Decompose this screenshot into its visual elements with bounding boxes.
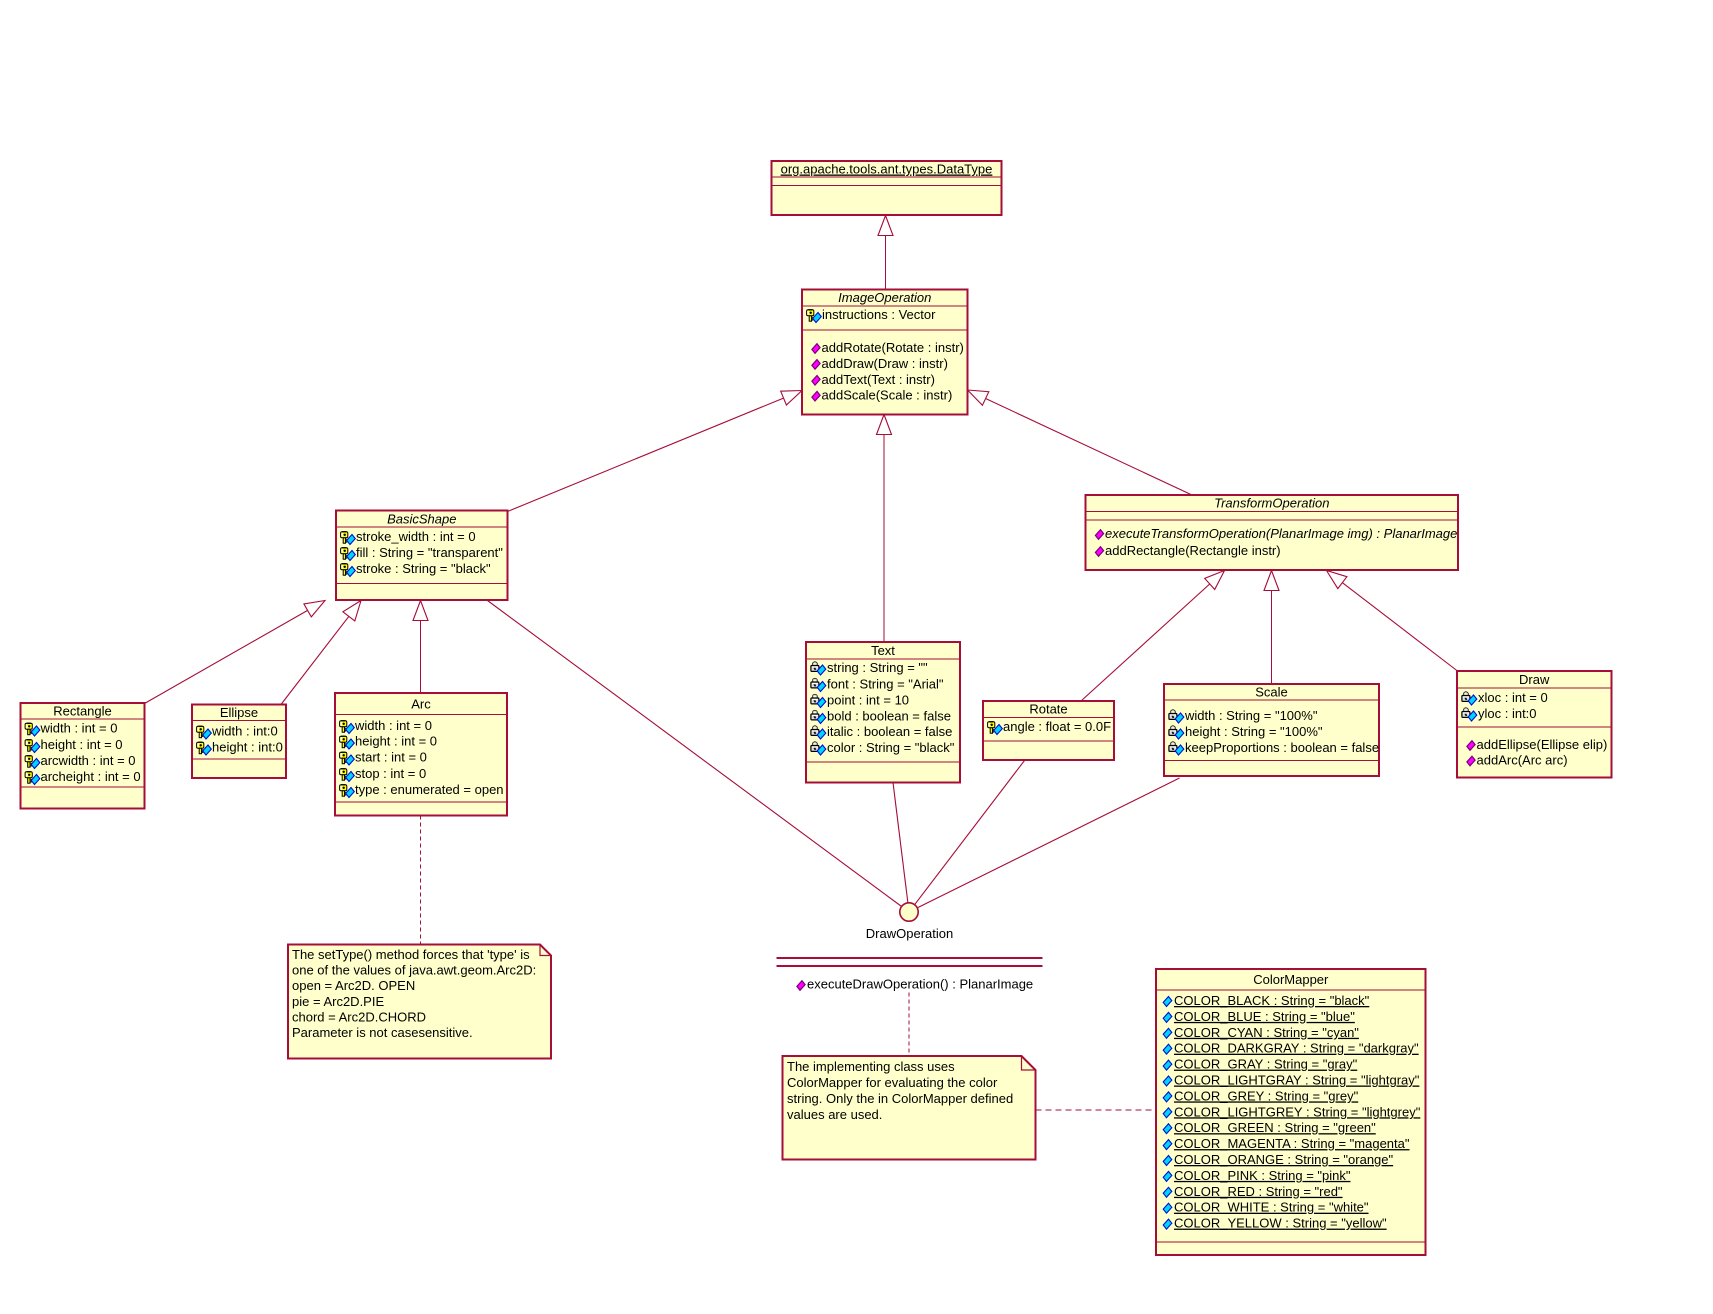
svg-text:stroke : String = "black": stroke : String = "black"	[356, 561, 491, 576]
svg-text:COLOR_ORANGE : String = "orang: COLOR_ORANGE : String = "orange"	[1174, 1152, 1394, 1167]
svg-text:addDraw(Draw : instr): addDraw(Draw : instr)	[822, 356, 948, 371]
svg-text:COLOR_CYAN : String = "cyan": COLOR_CYAN : String = "cyan"	[1174, 1025, 1359, 1040]
svg-text:COLOR_PINK : String = "pink": COLOR_PINK : String = "pink"	[1174, 1168, 1351, 1183]
svg-text:pie = Arc2D.PIE: pie = Arc2D.PIE	[292, 994, 384, 1009]
svg-text:Text: Text	[871, 643, 895, 658]
svg-text:Ellipse: Ellipse	[220, 705, 258, 720]
svg-text:point : int = 10: point : int = 10	[827, 693, 909, 708]
svg-text:addEllipse(Ellipse elip): addEllipse(Ellipse elip)	[1477, 737, 1608, 752]
svg-text:COLOR_RED : String = "red": COLOR_RED : String = "red"	[1174, 1184, 1343, 1199]
svg-text:ColorMapper: ColorMapper	[1253, 972, 1329, 987]
svg-text:org.apache.tools.ant.types.Dat: org.apache.tools.ant.types.DataType	[781, 162, 993, 177]
svg-text:angle : float = 0.0F: angle : float = 0.0F	[1003, 719, 1111, 734]
svg-text:COLOR_BLACK : String = "black": COLOR_BLACK : String = "black"	[1174, 993, 1370, 1008]
svg-text:Draw: Draw	[1519, 672, 1550, 687]
svg-text:Parameter is not casesensitive: Parameter is not casesensitive.	[292, 1025, 473, 1040]
svg-text:COLOR_WHITE : String = "white": COLOR_WHITE : String = "white"	[1174, 1200, 1369, 1215]
svg-text:string. Only the in ColorMappe: string. Only the in ColorMapper defined	[787, 1091, 1013, 1106]
svg-text:executeDrawOperation() : Plana: executeDrawOperation() : PlanarImage	[807, 977, 1033, 992]
svg-text:addRotate(Rotate : instr): addRotate(Rotate : instr)	[822, 340, 964, 355]
svg-text:COLOR_BLUE : String = "blue": COLOR_BLUE : String = "blue"	[1174, 1009, 1355, 1024]
svg-text:Arc: Arc	[411, 696, 431, 711]
svg-text:Rectangle: Rectangle	[53, 704, 112, 719]
svg-text:chord = Arc2D.CHORD: chord = Arc2D.CHORD	[292, 1009, 426, 1024]
svg-text:DrawOperation: DrawOperation	[866, 926, 953, 941]
svg-text:height : String = "100%": height : String = "100%"	[1185, 724, 1323, 739]
svg-text:COLOR_LIGHTGRAY : String = "li: COLOR_LIGHTGRAY : String = "lightgray"	[1174, 1073, 1420, 1088]
svg-text:addText(Text : instr): addText(Text : instr)	[822, 372, 935, 387]
svg-text:COLOR_YELLOW : String = "yello: COLOR_YELLOW : String = "yellow"	[1174, 1216, 1387, 1231]
svg-text:COLOR_GREEN : String = "green": COLOR_GREEN : String = "green"	[1174, 1120, 1376, 1135]
svg-text:ImageOperation: ImageOperation	[838, 290, 931, 305]
svg-text:open = Arc2D. OPEN: open = Arc2D. OPEN	[292, 978, 415, 993]
svg-text:font : String = "Arial": font : String = "Arial"	[827, 677, 944, 692]
svg-text:color : String = "black": color : String = "black"	[827, 740, 955, 755]
svg-text:Rotate: Rotate	[1029, 702, 1067, 717]
svg-text:instructions : Vector: instructions : Vector	[822, 307, 936, 322]
svg-text:addArc(Arc arc): addArc(Arc arc)	[1477, 753, 1568, 768]
svg-text:keepProportions : boolean = fa: keepProportions : boolean = false	[1185, 740, 1379, 755]
svg-text:stop : int = 0: stop : int = 0	[355, 766, 426, 781]
svg-text:COLOR_GRAY : String = "gray": COLOR_GRAY : String = "gray"	[1174, 1057, 1358, 1072]
svg-text:italic : boolean = false: italic : boolean = false	[827, 724, 952, 739]
svg-text:one of the values of java.awt.: one of the values of java.awt.geom.Arc2D…	[292, 963, 536, 978]
svg-text:addRectangle(Rectangle instr): addRectangle(Rectangle instr)	[1105, 543, 1281, 558]
svg-text:stroke_width : int = 0: stroke_width : int = 0	[356, 529, 476, 544]
svg-text:height : int = 0: height : int = 0	[41, 737, 123, 752]
svg-text:values are used.: values are used.	[787, 1107, 882, 1122]
svg-text:fill : String = "transparent": fill : String = "transparent"	[356, 545, 503, 560]
svg-text:width : int = 0: width : int = 0	[40, 721, 118, 736]
svg-text:Scale: Scale	[1255, 685, 1288, 700]
svg-text:string : String = "": string : String = ""	[827, 660, 928, 675]
svg-text:width : int:0: width : int:0	[211, 724, 278, 739]
svg-text:yloc : int:0: yloc : int:0	[1478, 706, 1537, 721]
svg-text:start : int = 0: start : int = 0	[355, 750, 427, 765]
svg-text:The implementing class uses: The implementing class uses	[787, 1059, 955, 1074]
svg-text:addScale(Scale : instr): addScale(Scale : instr)	[822, 388, 953, 403]
svg-text:BasicShape: BasicShape	[387, 511, 456, 526]
svg-text:height : int = 0: height : int = 0	[355, 734, 437, 749]
svg-text:width : int = 0: width : int = 0	[354, 718, 432, 733]
svg-text:archeight : int = 0: archeight : int = 0	[41, 769, 141, 784]
svg-text:COLOR_DARKGRAY : String = "dar: COLOR_DARKGRAY : String = "darkgray"	[1174, 1041, 1419, 1056]
svg-text:bold : boolean = false: bold : boolean = false	[827, 709, 951, 724]
svg-text:ColorMapper for evaluating the: ColorMapper for evaluating the color	[787, 1075, 998, 1090]
svg-text:type : enumerated = open: type : enumerated = open	[355, 782, 504, 797]
svg-text:The setType() method forces th: The setType() method forces that 'type' …	[292, 947, 530, 962]
svg-text:height : int:0: height : int:0	[212, 740, 283, 755]
svg-text:COLOR_MAGENTA : String = "mage: COLOR_MAGENTA : String = "magenta"	[1174, 1136, 1410, 1151]
svg-text:xloc : int = 0: xloc : int = 0	[1478, 690, 1548, 705]
svg-text:arcwidth : int = 0: arcwidth : int = 0	[41, 753, 136, 768]
svg-text:TransformOperation: TransformOperation	[1214, 496, 1329, 511]
svg-text:executeTransformOperation(Plan: executeTransformOperation(PlanarImage im…	[1105, 526, 1457, 541]
svg-text:width : String = "100%": width : String = "100%"	[1184, 708, 1318, 723]
svg-text:COLOR_LIGHTGREY : String = "li: COLOR_LIGHTGREY : String = "lightgrey"	[1174, 1104, 1421, 1119]
svg-text:COLOR_GREY : String = "grey": COLOR_GREY : String = "grey"	[1174, 1088, 1359, 1103]
